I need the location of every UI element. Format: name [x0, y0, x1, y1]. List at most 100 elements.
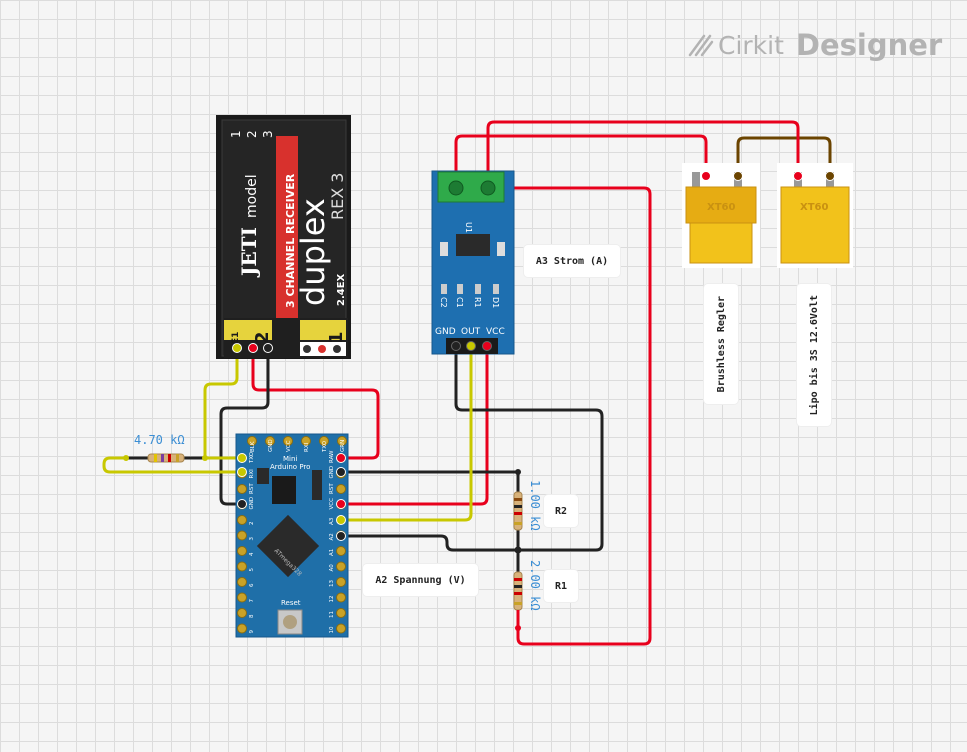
arduino-mcu-chip: [256, 514, 320, 578]
arduino-title-line2: Arduino Pro: [270, 463, 310, 471]
arduino-top-pin-label-1: GND: [268, 439, 274, 452]
arduino-top-pin-label-3: RXI: [304, 442, 310, 452]
annotation-lipo[interactable]: Lipo bis 3S 12.6Volt: [797, 284, 831, 426]
resistor-r2[interactable]: [513, 491, 523, 531]
arduino-right-pin-10[interactable]: [336, 608, 346, 618]
annotation-current[interactable]: A3 Strom (A): [524, 245, 620, 277]
arduino-left-pin-label-4: 2: [249, 522, 255, 526]
wire-red-receiver-raw[interactable]: [251, 346, 380, 460]
arduino-right-pin-label-8: 13: [329, 580, 335, 587]
arduino-left-pin-label-11: 9: [249, 630, 255, 634]
wire-yellow-resistor-loop[interactable]: [102, 456, 244, 474]
receiver-port2-bg: [224, 320, 272, 340]
resistor-r1-value: 2.00 kΩ: [528, 560, 542, 611]
sensor-part-c2: C2: [439, 297, 448, 308]
xt60-esc-text: XT60: [707, 202, 735, 213]
arduino-left-pin-label-9: 7: [249, 599, 255, 603]
current-sensor-board[interactable]: [431, 170, 515, 355]
arduino-top-pin-rxi[interactable]: [301, 436, 311, 446]
arduino-top-pin-gnd[interactable]: [265, 436, 275, 446]
receiver-channel-1: 1: [229, 130, 243, 138]
wire-red-sensor-screw2[interactable]: [486, 120, 800, 190]
receiver-model: REX 3: [328, 173, 347, 220]
sensor-pin-out: OUT: [461, 327, 481, 337]
resistor-4k7-value: 4.70 kΩ: [134, 433, 185, 447]
receiver-red-stripe: [276, 136, 298, 356]
xt60-connector-esc[interactable]: XT60: [682, 163, 760, 268]
arduino-right-pin-label-7: A0: [329, 564, 335, 572]
arduino-title-line1: Mini: [283, 455, 297, 463]
arduino-left-pin-label-3: GND: [249, 497, 255, 510]
arduino-right-pin-9[interactable]: [336, 592, 346, 603]
arduino-right-pin-label-11: 10: [329, 626, 335, 633]
arduino-left-pin-label-6: 4: [249, 552, 255, 556]
arduino-top-pin-label-0: BLK: [250, 441, 256, 452]
resistor-r2-value: 1.00 kΩ: [528, 480, 542, 531]
arduino-left-pin-label-2: RST: [249, 483, 255, 494]
resistor-r2-name[interactable]: R2: [544, 495, 578, 527]
brand-name-part1: Cirkit: [718, 30, 784, 60]
arduino-right-pin-label-5: A2: [329, 533, 335, 540]
xt60-pins[interactable]: [701, 171, 835, 181]
receiver-badge: 2.4EX: [336, 273, 347, 306]
resistor-r1[interactable]: [513, 571, 523, 611]
arduino-top-pin-label-5: GRN: [340, 440, 346, 452]
arduino-left-pin-4[interactable]: [237, 515, 247, 525]
jeti-receiver[interactable]: [216, 115, 351, 359]
arduino-left-pin-label-10: 8: [249, 614, 255, 618]
wire-red-sensor-screw1[interactable]: [454, 134, 708, 190]
arduino-connected-pins[interactable]: [237, 453, 346, 541]
receiver-port-1: 1: [326, 331, 347, 344]
receiver-model-text: model: [244, 174, 260, 218]
sensor-part-labels: C2 C1 R1 D1: [439, 297, 500, 308]
arduino-right-pin-8[interactable]: [336, 577, 346, 587]
wire-yellow-sensor-out[interactable]: [339, 344, 473, 522]
receiver-pins[interactable]: [232, 343, 273, 353]
arduino-left-pin-9[interactable]: [237, 592, 247, 603]
arduino-top-pin-label-2: VCC: [286, 440, 292, 452]
arduino-right-pin-label-0: RAW: [329, 450, 335, 463]
arduino-right-pin-label-10: 11: [329, 611, 335, 618]
sensor-chip: [456, 234, 490, 256]
arduino-left-pin-6[interactable]: [237, 546, 247, 556]
annotation-brushless[interactable]: Brushless Regler: [704, 284, 738, 404]
arduino-left-pin-label-5: 3: [249, 537, 255, 541]
receiver-e1-tag: E1: [231, 332, 241, 344]
arduino-right-pin-6[interactable]: [336, 546, 346, 556]
wire-black-sensor-gnd[interactable]: [454, 344, 604, 552]
xt60-connector-lipo[interactable]: XT60: [777, 163, 853, 268]
arduino-left-pin-7[interactable]: [237, 561, 247, 572]
arduino-left-pin-label-1: RXI: [249, 469, 255, 479]
wire-red-r1-bottom[interactable]: [486, 186, 652, 646]
arduino-pro-mini-board[interactable]: [235, 433, 349, 638]
arduino-top-pin-txo[interactable]: [319, 436, 329, 446]
arduino-left-pin-5[interactable]: [237, 530, 247, 541]
resistor-r1-name[interactable]: R1: [544, 570, 578, 602]
annotation-voltage[interactable]: A2 Spannung (V): [363, 564, 478, 596]
resistor-4k7[interactable]: [147, 453, 185, 463]
arduino-top-pin-label-4: TXO: [322, 440, 328, 453]
arduino-left-pin-10[interactable]: [237, 608, 247, 618]
arduino-top-pin-blk[interactable]: [247, 436, 257, 446]
wire-black-receiver-gnd[interactable]: [219, 346, 270, 506]
wire-brown-1[interactable]: [736, 136, 832, 178]
xt60-lipo-text: XT60: [800, 202, 828, 213]
sensor-designator: U1: [464, 222, 473, 233]
sensor-pin-gnd: GND: [435, 327, 456, 337]
annotation-brushless-text: Brushless Regler: [715, 295, 727, 393]
wire-black-a2-divider[interactable]: [339, 534, 520, 552]
arduino-left-pin-label-0: TXO: [249, 451, 255, 464]
arduino-right-pin-7[interactable]: [336, 561, 346, 572]
arduino-right-pin-2[interactable]: [336, 484, 346, 494]
annotation-lipo-text: Lipo bis 3S 12.6Volt: [808, 294, 820, 416]
wire-red-sensor-vcc[interactable]: [339, 344, 489, 506]
arduino-right-pin-label-6: A1: [329, 549, 335, 556]
brand-name-part2: Designer: [795, 28, 943, 62]
wire-yellow-receiver-signal[interactable]: [203, 346, 244, 460]
arduino-left-pin-2[interactable]: [237, 484, 247, 494]
arduino-left-pin-11[interactable]: [237, 623, 247, 634]
arduino-left-pin-8[interactable]: [237, 577, 247, 587]
arduino-top-pin-vcc[interactable]: [283, 436, 293, 446]
arduino-right-pin-11[interactable]: [336, 623, 346, 634]
arduino-top-pin-grn[interactable]: [337, 436, 347, 446]
